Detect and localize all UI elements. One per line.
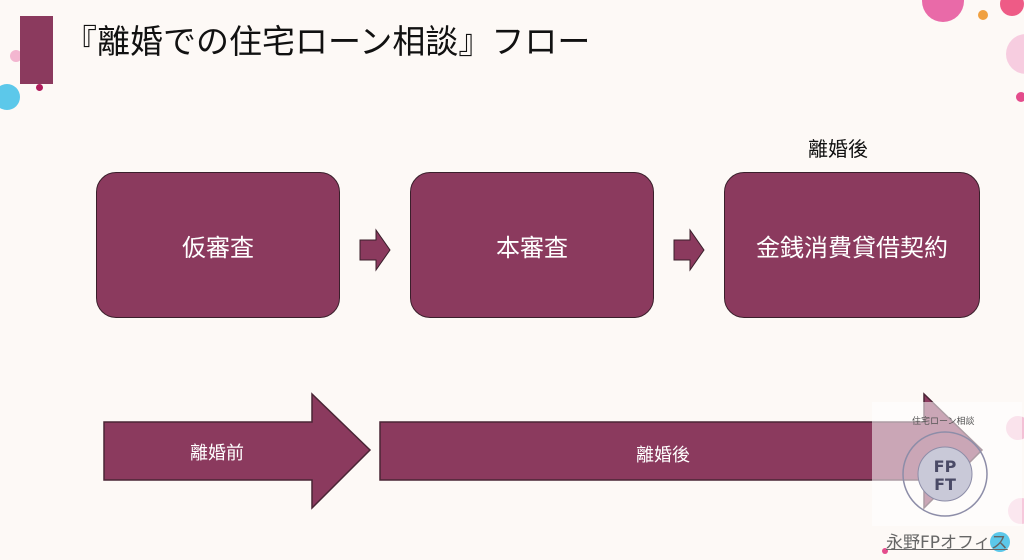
decor-dot [10, 50, 22, 62]
flow-arrow-icon [673, 228, 705, 272]
watermark-top-text: 住宅ローン相談 [912, 417, 975, 427]
svg-text:FP: FP [934, 457, 957, 476]
decor-dot [882, 548, 888, 554]
step-provisional-review: 仮審査 [96, 172, 340, 318]
fp-seal-logo: FP FT [902, 431, 988, 517]
decor-dot [978, 10, 988, 20]
svg-text:FT: FT [934, 475, 956, 494]
decor-dot [990, 532, 1010, 552]
step-loan-contract: 金銭消費貸借契約 [724, 172, 980, 318]
after-divorce-timeline-label: 離婚後 [636, 445, 690, 466]
title-accent-bar [20, 16, 53, 84]
before-divorce-arrow [103, 392, 372, 510]
decor-dot [36, 84, 43, 91]
after-divorce-label: 離婚後 [808, 137, 868, 161]
step-main-review: 本審査 [410, 172, 654, 318]
step-label: 本審査 [496, 233, 568, 262]
office-name-link[interactable]: 永野FPオフィス [886, 533, 1008, 553]
decor-dot [1000, 0, 1024, 16]
step-label: 仮審査 [182, 233, 254, 262]
decor-dot [1016, 92, 1024, 102]
flow-arrow-icon [359, 228, 391, 272]
page-title: 『離婚での住宅ローン相談』フロー [64, 22, 591, 61]
step-label: 金銭消費貸借契約 [756, 233, 948, 262]
decor-dot [922, 0, 964, 22]
decor-dot [0, 84, 20, 110]
decor-dot [1006, 34, 1024, 74]
before-divorce-label: 離婚前 [190, 443, 244, 464]
